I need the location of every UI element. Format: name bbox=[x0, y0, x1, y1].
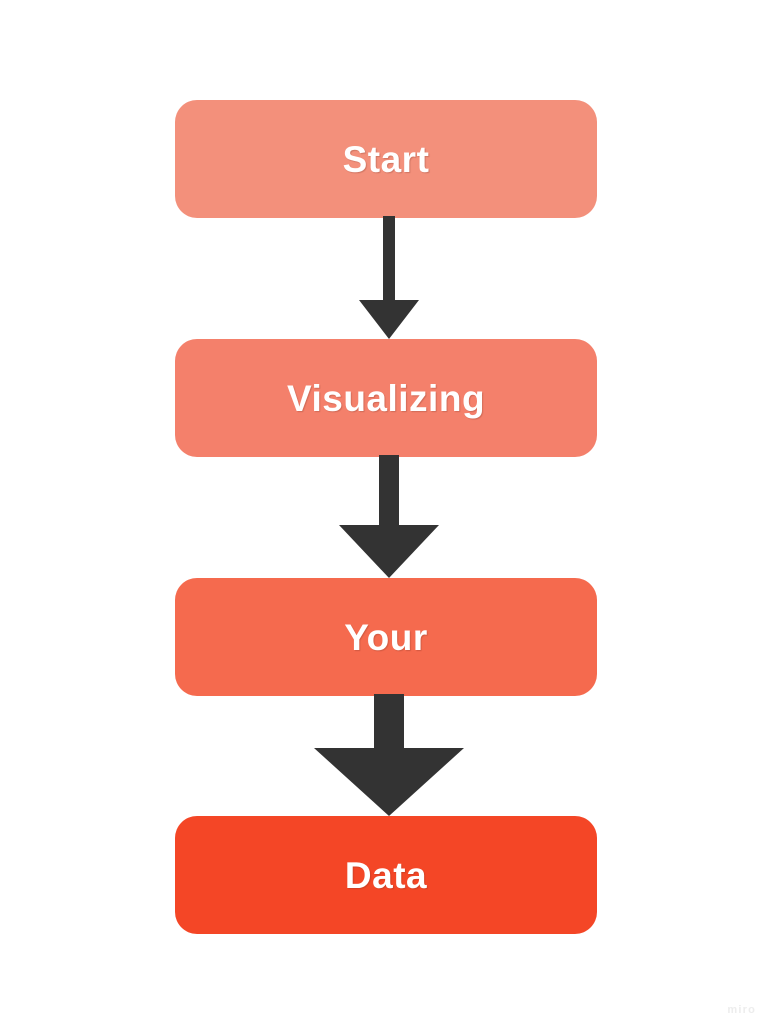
flow-node-your[interactable]: Your bbox=[175, 578, 597, 696]
flow-node-data[interactable]: Data bbox=[175, 816, 597, 934]
miro-watermark: miro bbox=[727, 1004, 756, 1016]
flow-node-start[interactable]: Start bbox=[175, 100, 597, 218]
flow-node-your-label: Your bbox=[344, 616, 428, 658]
flow-arrow-your-to-data[interactable] bbox=[299, 694, 479, 818]
flow-node-data-label: Data bbox=[344, 854, 428, 896]
arrow-down-icon bbox=[359, 216, 419, 339]
arrow-down-icon bbox=[314, 694, 464, 816]
flow-arrow-visualizing-to-your[interactable] bbox=[314, 455, 464, 580]
flow-node-start-label: Start bbox=[342, 138, 430, 180]
arrow-down-icon bbox=[339, 455, 439, 578]
flow-node-visualizing[interactable]: Visualizing bbox=[175, 339, 597, 457]
flow-node-visualizing-label: Visualizing bbox=[286, 377, 486, 419]
flow-arrow-start-to-visualizing[interactable] bbox=[329, 216, 449, 341]
